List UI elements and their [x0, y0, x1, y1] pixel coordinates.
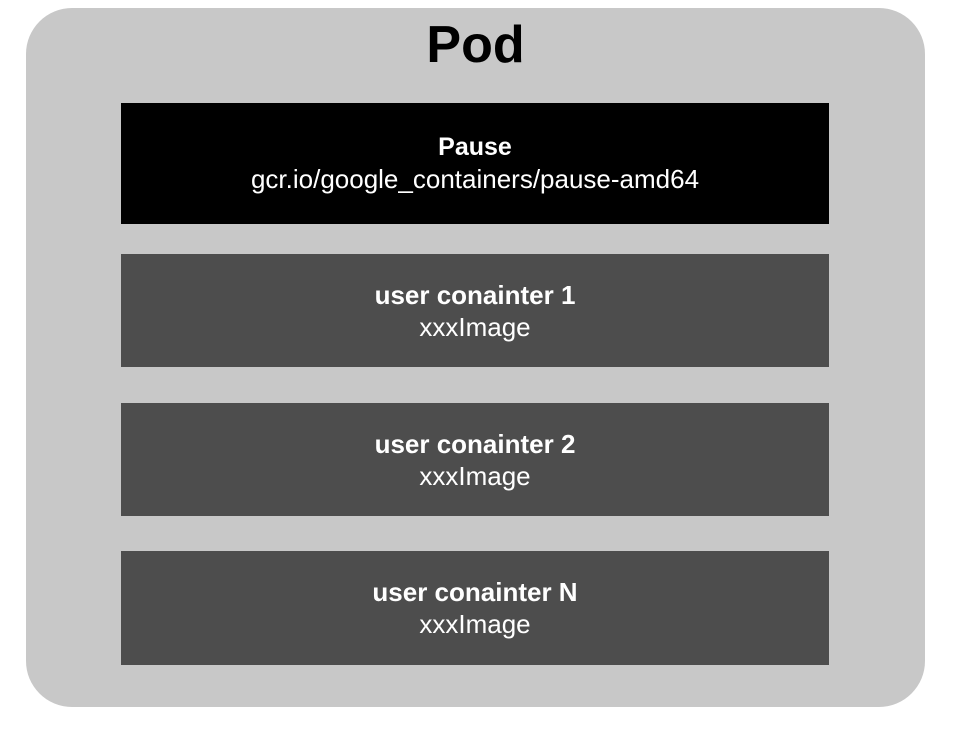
pod-title: Pod — [426, 16, 525, 74]
user-container-image-1: xxxImage — [419, 311, 531, 342]
user-container-box-1: user conainter 1 xxxImage — [121, 254, 829, 367]
user-container-name-2: user conainter 2 — [374, 428, 576, 459]
user-container-name-1: user conainter 1 — [374, 279, 576, 310]
user-container-box-n: user conainter N xxxImage — [121, 551, 829, 665]
pause-container-image: gcr.io/google_containers/pause-amd64 — [250, 163, 700, 194]
user-container-image-n: xxxImage — [419, 609, 531, 639]
pause-container-name: Pause — [438, 132, 512, 161]
user-container-name-n: user conainter N — [372, 577, 578, 607]
pause-container-box: Pause gcr.io/google_containers/pause-amd… — [121, 103, 829, 224]
pod-container: Pod Pause gcr.io/google_containers/pause… — [26, 8, 925, 707]
user-container-box-2: user conainter 2 xxxImage — [121, 403, 829, 516]
user-container-image-2: xxxImage — [419, 460, 531, 491]
